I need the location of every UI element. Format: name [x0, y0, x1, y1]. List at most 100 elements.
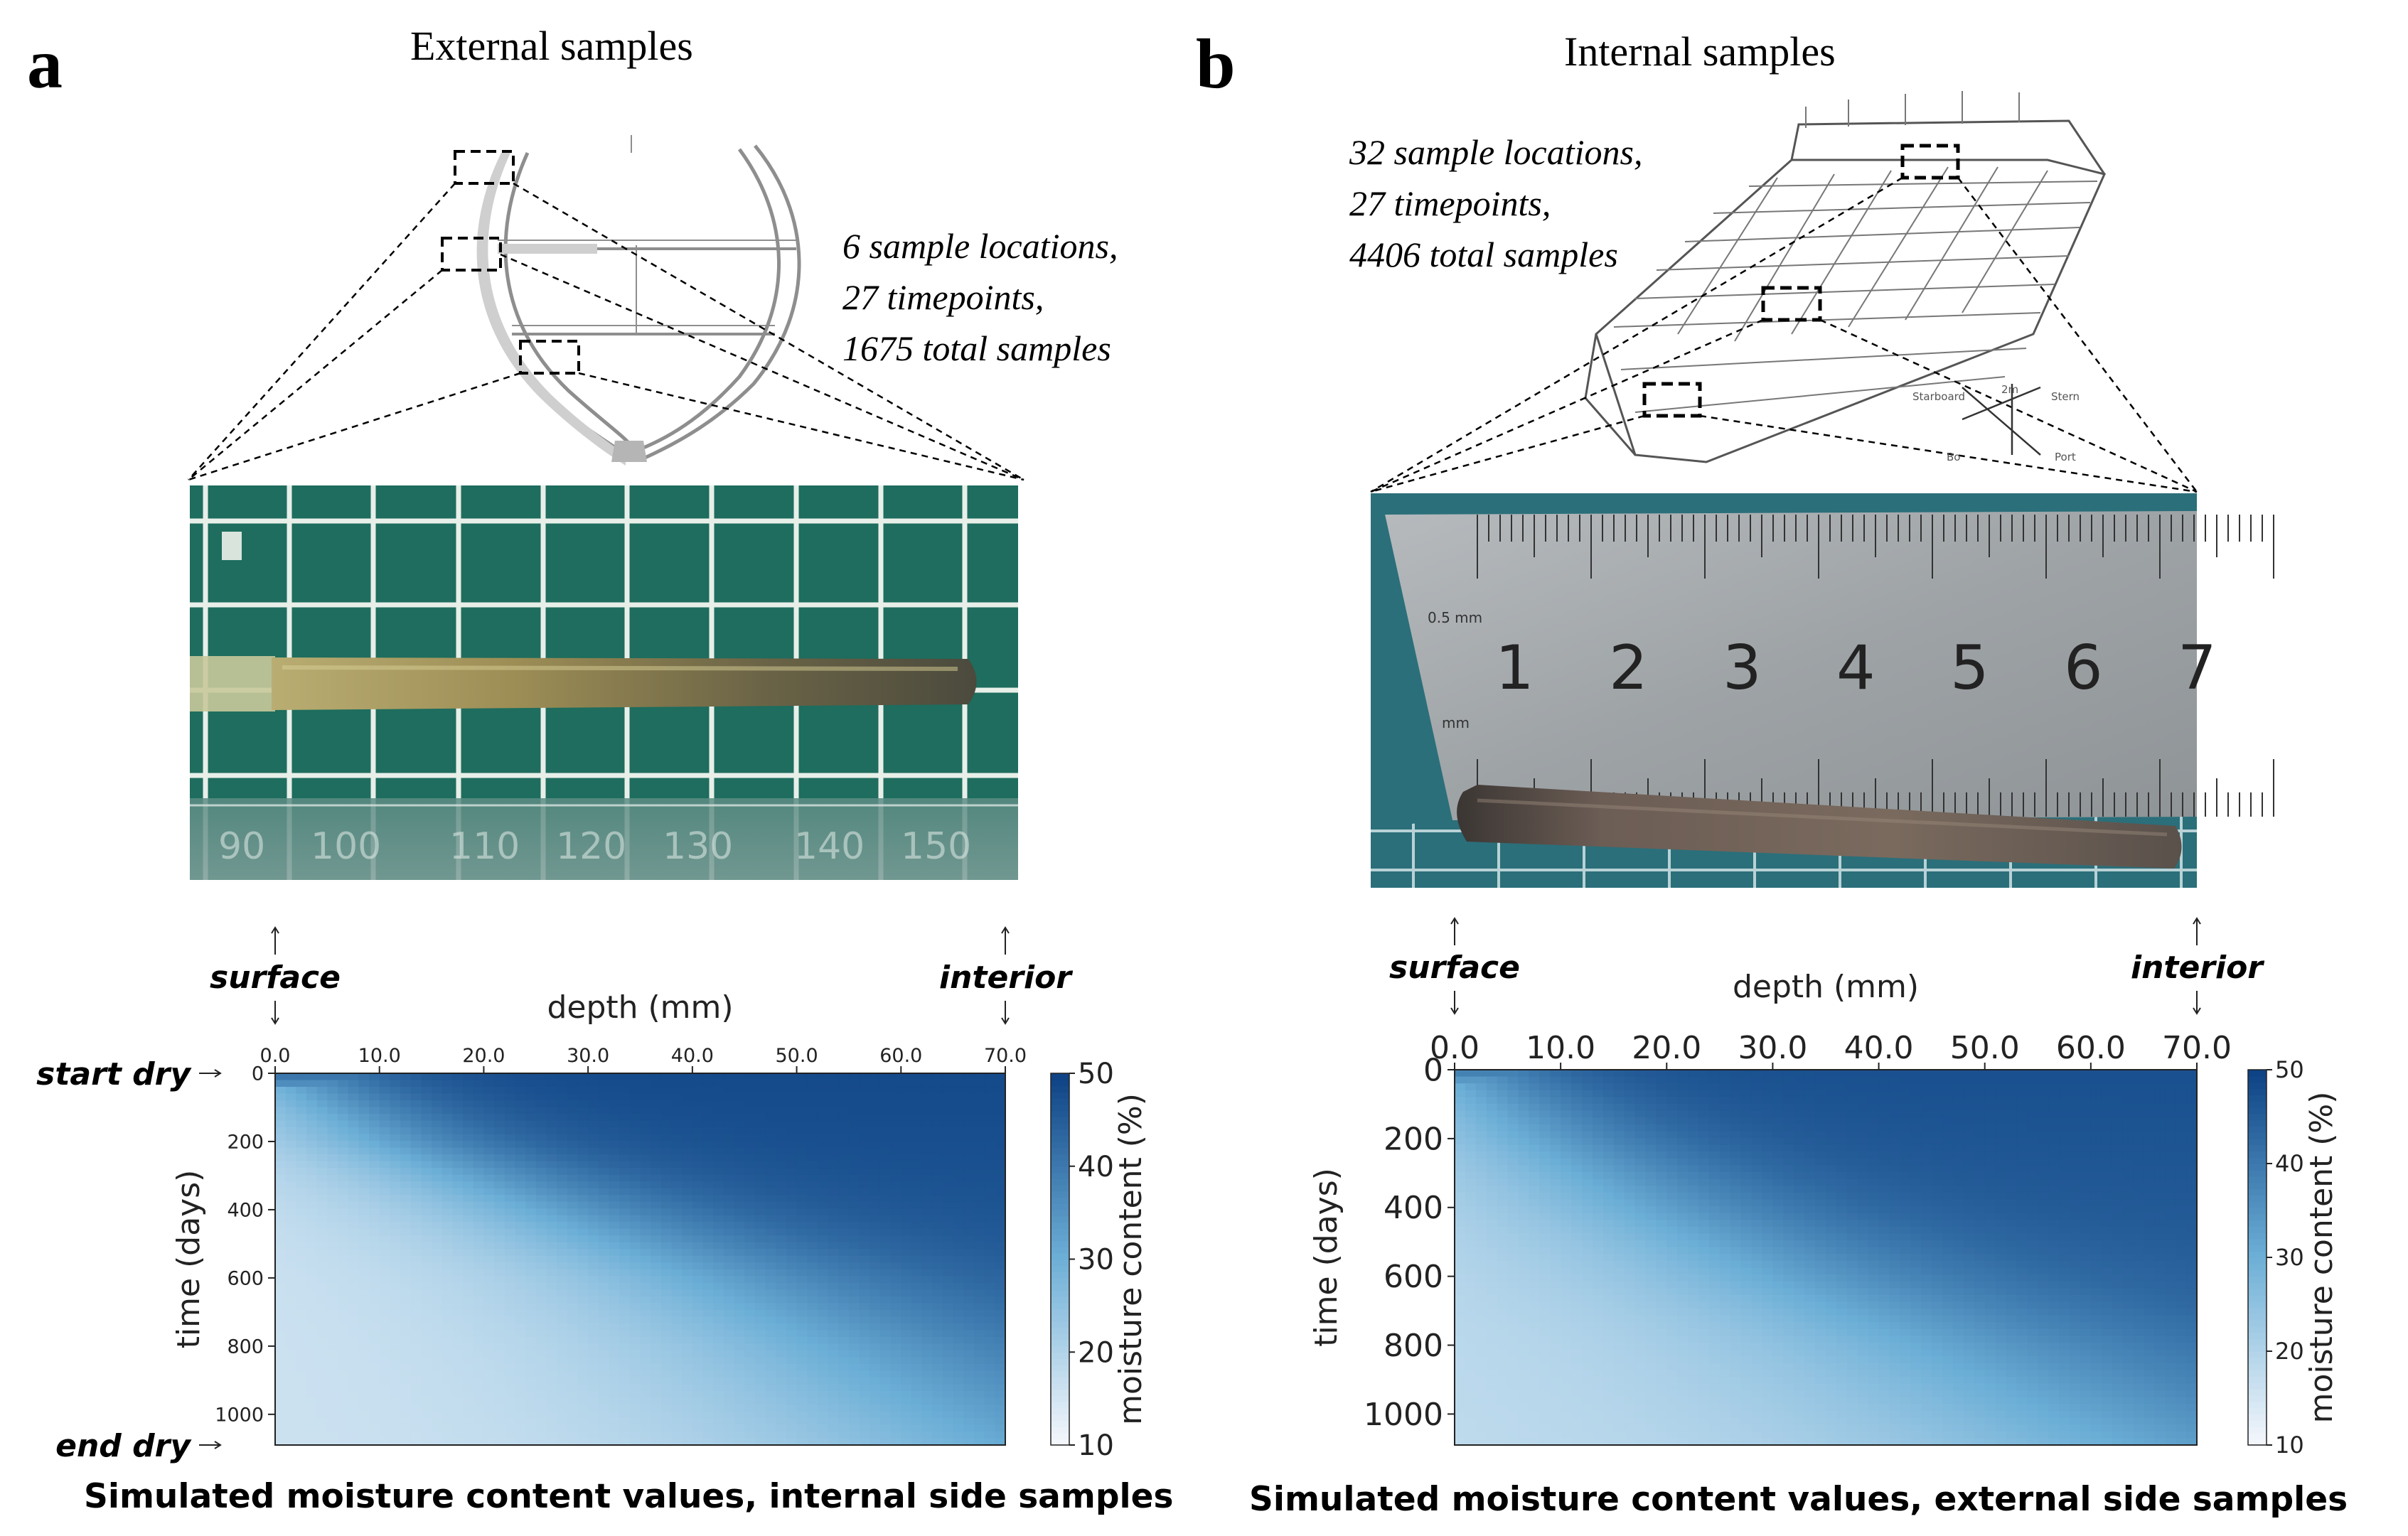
heatmap-cell — [546, 1141, 557, 1149]
heatmap-cell — [316, 1316, 328, 1324]
heatmap-cell — [869, 1316, 881, 1324]
heatmap-cell — [1932, 1138, 1943, 1146]
heatmap-cell — [1465, 1144, 1477, 1152]
heatmap-cell — [765, 1154, 777, 1162]
heatmap-cell — [358, 1417, 370, 1426]
heatmap-cell — [296, 1168, 307, 1176]
heatmap-cell — [713, 1235, 724, 1243]
heatmap-cell — [963, 1411, 975, 1419]
heatmap-cell — [2070, 1124, 2081, 1132]
heatmap-cell — [713, 1141, 724, 1149]
heatmap-cell — [629, 1087, 641, 1095]
colorbar-step — [1051, 1327, 1069, 1334]
heatmap-cell — [483, 1289, 495, 1297]
heatmap-cell — [984, 1127, 996, 1135]
heatmap-cell — [765, 1438, 777, 1446]
heatmap-cell — [494, 1377, 505, 1385]
heatmap-cell — [400, 1323, 412, 1331]
heatmap-cell — [483, 1377, 495, 1385]
heatmap-cell — [452, 1154, 464, 1162]
heatmap-cell — [1910, 1090, 1922, 1098]
heatmap-cell — [525, 1255, 537, 1264]
heatmap-cell — [2090, 1138, 2102, 1146]
heatmap-cell — [275, 1181, 287, 1189]
heatmap-cell — [442, 1181, 454, 1189]
heatmap-cell — [2048, 1124, 2060, 1132]
heatmap-cell — [869, 1161, 881, 1169]
heatmap-cell — [869, 1411, 881, 1419]
heatmap-cell — [348, 1390, 360, 1399]
heatmap-cell — [713, 1390, 724, 1399]
heatmap-cell — [285, 1228, 297, 1237]
heatmap-cell — [557, 1242, 568, 1250]
heatmap-cell — [598, 1161, 610, 1169]
heatmap-cell — [942, 1134, 954, 1142]
heatmap-cell — [640, 1208, 651, 1216]
heatmap-cell — [2080, 1097, 2092, 1105]
heatmap-cell — [817, 1411, 829, 1419]
heatmap-cell — [807, 1438, 818, 1446]
heatmap-cell — [306, 1343, 318, 1351]
heatmap-cell — [629, 1350, 641, 1358]
heatmap-cell — [316, 1438, 328, 1446]
heatmap-cell — [619, 1147, 631, 1155]
heatmap-cell — [327, 1107, 338, 1115]
heatmap-cell — [869, 1154, 881, 1162]
heatmap-cell — [2016, 1097, 2028, 1105]
heatmap-cell — [776, 1431, 787, 1439]
heatmap-cell — [557, 1201, 568, 1209]
heatmap-cell — [390, 1154, 401, 1162]
heatmap-cell — [723, 1424, 735, 1432]
heatmap-cell — [546, 1174, 557, 1182]
heatmap-cell — [504, 1397, 516, 1405]
heatmap-cell — [2006, 1151, 2018, 1159]
heatmap-cell — [702, 1357, 714, 1365]
heatmap-cell — [817, 1120, 829, 1128]
heatmap-cell — [702, 1249, 714, 1257]
heatmap-cell — [776, 1215, 787, 1223]
heatmap-cell — [1581, 1090, 1593, 1098]
heatmap-cell — [1772, 1097, 1784, 1105]
heatmap-cell — [2112, 1138, 2124, 1146]
heatmap-cell — [828, 1296, 840, 1304]
heatmap-cell — [828, 1087, 840, 1095]
heatmap-cell — [525, 1114, 537, 1122]
heatmap-cell — [421, 1438, 432, 1446]
heatmap-cell — [577, 1438, 589, 1446]
heatmap-cell — [1762, 1124, 1774, 1132]
heatmap-cell — [828, 1208, 840, 1216]
heatmap-cell — [598, 1316, 610, 1324]
heatmap-cell — [316, 1390, 328, 1399]
heatmap-cell — [640, 1309, 651, 1318]
heatmap-cell — [338, 1343, 349, 1351]
heatmap-cell — [2048, 1076, 2060, 1084]
heatmap-cell — [338, 1228, 349, 1237]
heatmap-cell — [338, 1269, 349, 1277]
heatmap-cell — [744, 1093, 756, 1101]
heatmap-cell — [660, 1120, 673, 1128]
heatmap-cell — [1455, 1138, 1466, 1146]
heatmap-cell — [410, 1255, 422, 1264]
heatmap-cell — [921, 1073, 933, 1081]
heatmap-cell — [723, 1168, 735, 1176]
heatmap-cell — [765, 1363, 777, 1372]
heatmap-cell — [557, 1127, 568, 1135]
colorbar-step — [1051, 1407, 1069, 1415]
heatmap-cell — [515, 1276, 526, 1284]
heatmap-cell — [2027, 1104, 2039, 1112]
heatmap-cell — [890, 1201, 902, 1209]
heatmap-cell — [1751, 1076, 1763, 1084]
heatmap-cell — [1518, 1138, 1530, 1146]
heatmap-cell — [306, 1370, 318, 1378]
heatmap-cell — [932, 1296, 943, 1304]
heatmap-cell — [515, 1100, 526, 1108]
heatmap-cell — [744, 1404, 756, 1412]
heatmap-cell — [463, 1309, 474, 1318]
heatmap-cell — [327, 1161, 338, 1169]
heatmap-cell — [1455, 1070, 1466, 1078]
heatmap-cell — [702, 1093, 714, 1101]
heatmap-cell — [1645, 1117, 1657, 1125]
heatmap-cell — [921, 1390, 933, 1399]
heatmap-cell — [744, 1323, 756, 1331]
heatmap-cell — [1804, 1076, 1816, 1084]
